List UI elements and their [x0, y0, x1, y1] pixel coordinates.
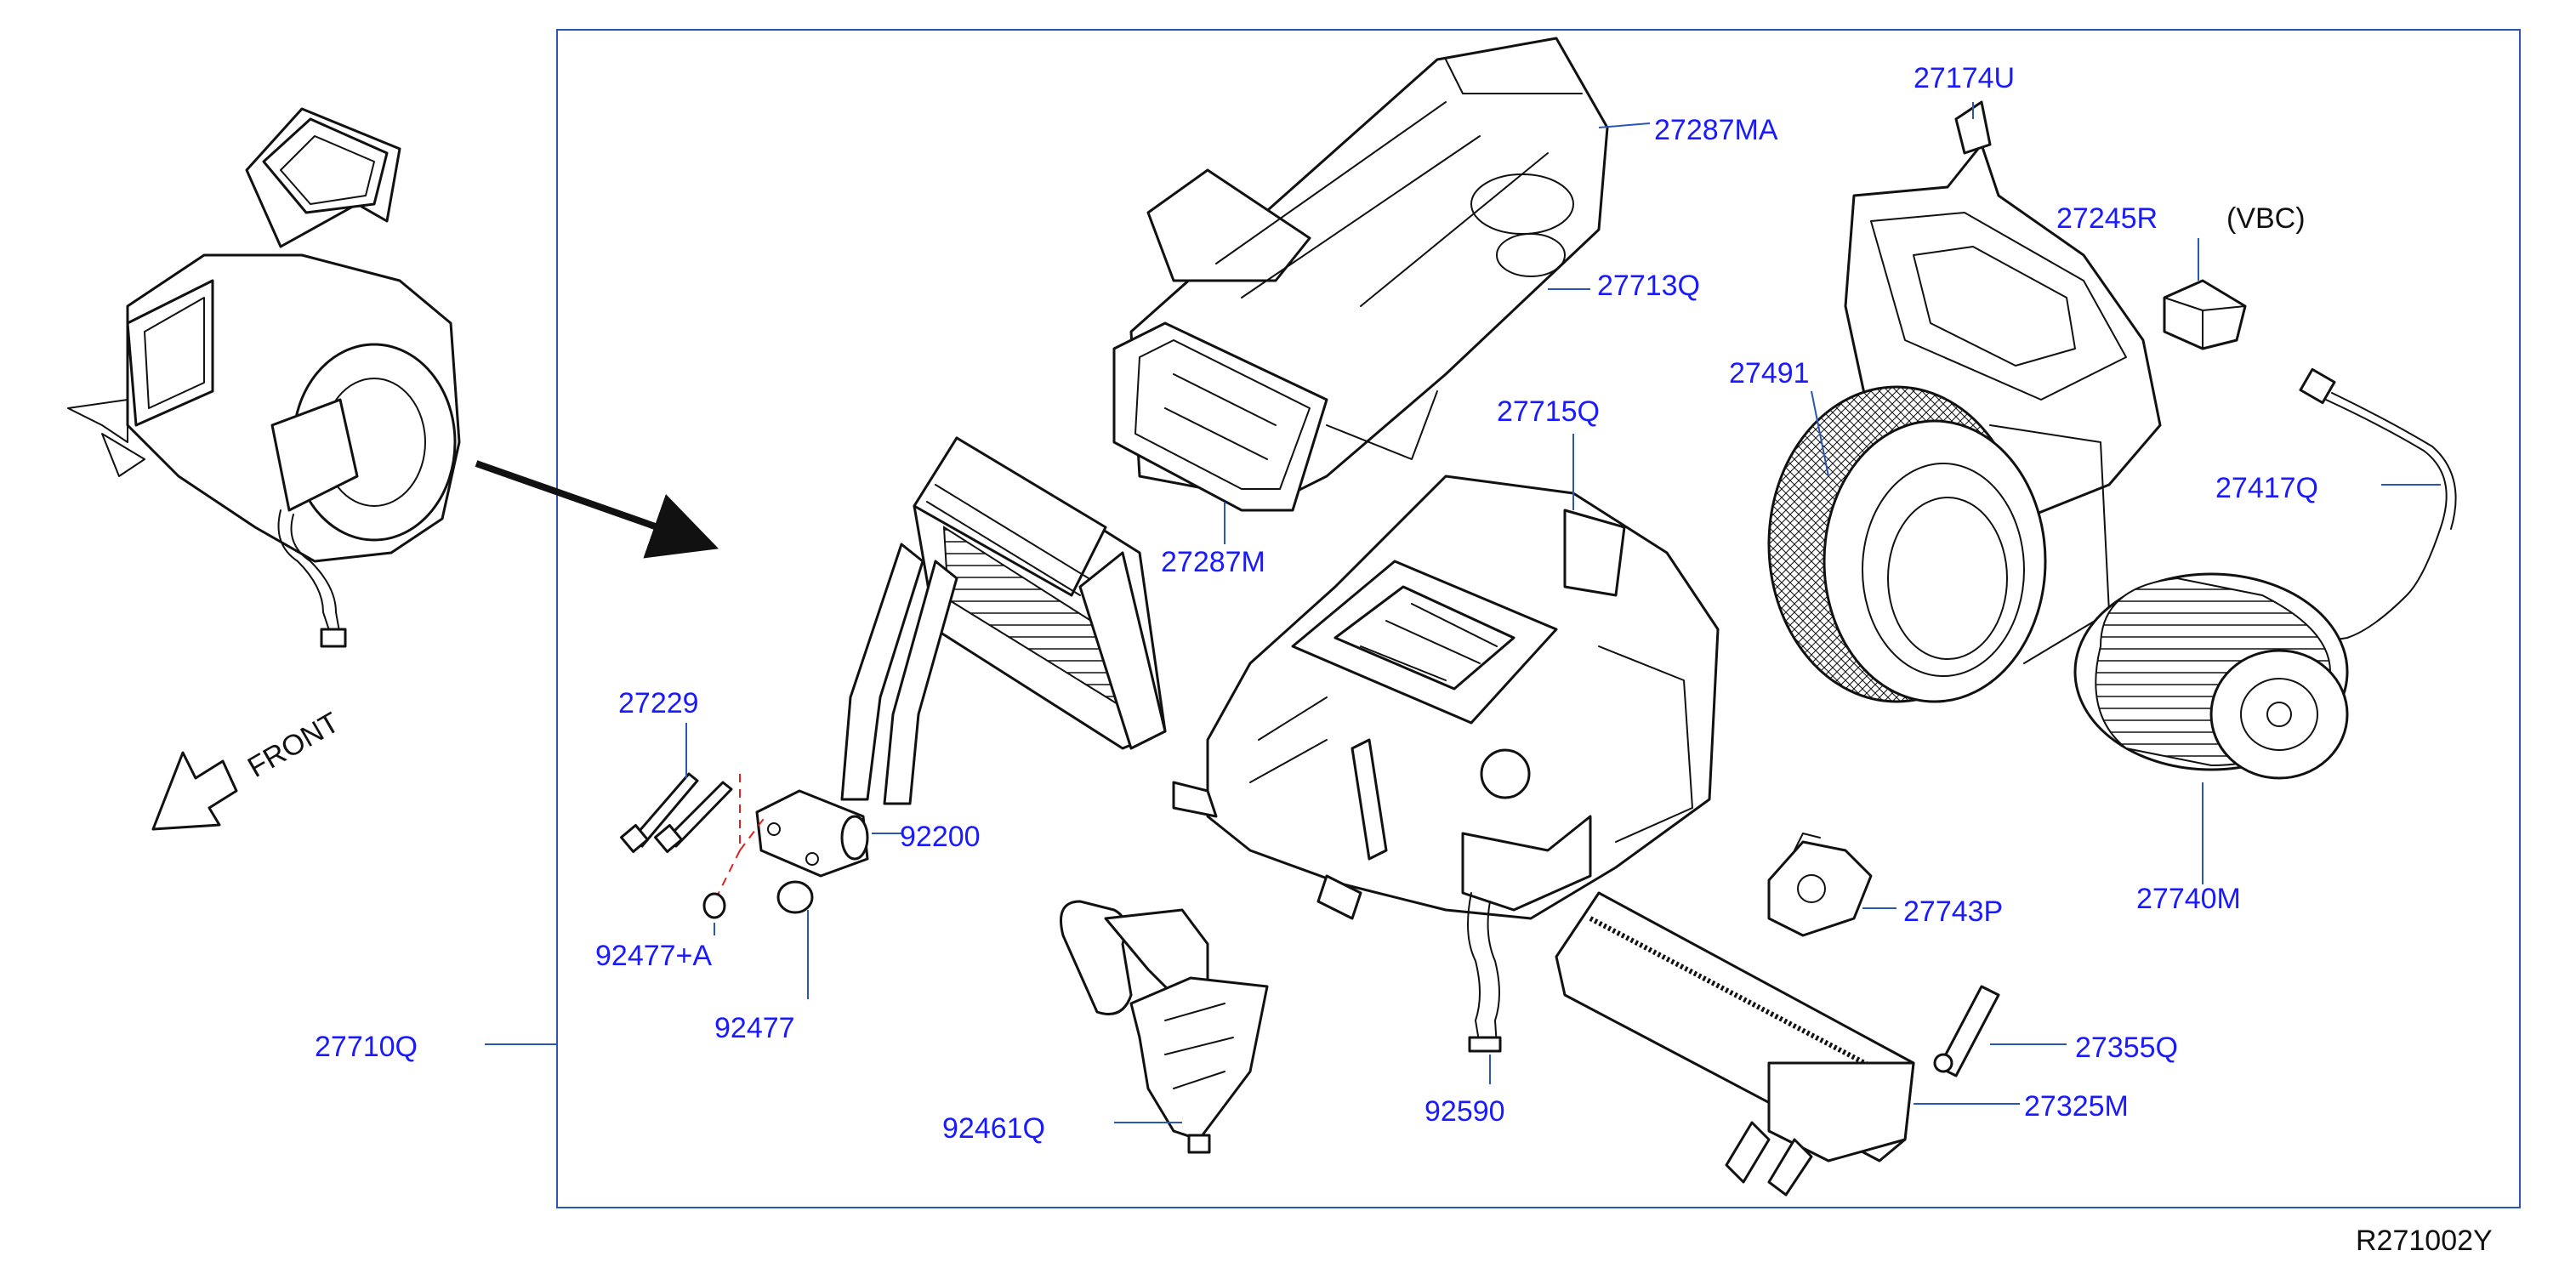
expansion-valve-illustration [755, 789, 869, 878]
part-label-27417Q: 27417Q [2215, 472, 2318, 504]
part-label-27740M: 27740M [2136, 883, 2241, 915]
part-label-92477: 92477 [714, 1012, 795, 1044]
leader-lines [485, 102, 2441, 1123]
part-label-27491: 27491 [1729, 357, 1810, 389]
resistor-illustration [2163, 279, 2247, 350]
duct-assembly-illustration [1112, 37, 1609, 512]
part-label-27287M: 27287M [1161, 546, 1265, 578]
direction-arrow [475, 460, 719, 559]
part-label-27355Q: 27355Q [2075, 1032, 2178, 1064]
part-label-27325M: 27325M [2024, 1090, 2129, 1123]
front-indicator: FRONT [151, 706, 344, 831]
part-label-27710Q: 27710Q [315, 1031, 418, 1063]
reference-code: R271002Y [2356, 1225, 2493, 1257]
heater-hose-illustration [1060, 900, 1269, 1154]
part-label-27229: 27229 [618, 687, 699, 719]
blower-housing-illustration [1767, 100, 2162, 703]
assembly-overview-illustration [67, 107, 461, 648]
bolts-illustration [620, 772, 733, 853]
assembly-frame [556, 29, 2521, 1208]
part-label-27287MA: 27287MA [1654, 114, 1778, 146]
clip-illustration [1933, 985, 2000, 1077]
part-label-92477A: 92477+A [595, 940, 712, 972]
blower-motor-illustration [2073, 572, 2349, 780]
heater-case-illustration [1172, 475, 1720, 1053]
vbc-note: (VBC) [2226, 202, 2306, 235]
valve-dashed-guide [714, 774, 766, 902]
air-filter-illustration [1555, 891, 1915, 1197]
part-label-27174U: 27174U [1914, 62, 2015, 94]
part-label-92461Q: 92461Q [942, 1112, 1045, 1145]
part-label-27713Q: 27713Q [1597, 270, 1700, 302]
part-label-27715Q: 27715Q [1497, 395, 1600, 428]
harness-illustration [2295, 367, 2457, 647]
o-ring-small [702, 892, 726, 919]
part-label-92590: 92590 [1424, 1095, 1505, 1128]
evaporator-core-illustration [840, 436, 1167, 805]
part-label-27245R: 27245R [2056, 202, 2158, 235]
part-label-92200: 92200 [900, 821, 981, 853]
o-ring-large [776, 880, 814, 914]
front-label: FRONT [242, 706, 344, 783]
actuator-illustration [1767, 833, 1873, 937]
part-label-27743P: 27743P [1903, 895, 2003, 928]
